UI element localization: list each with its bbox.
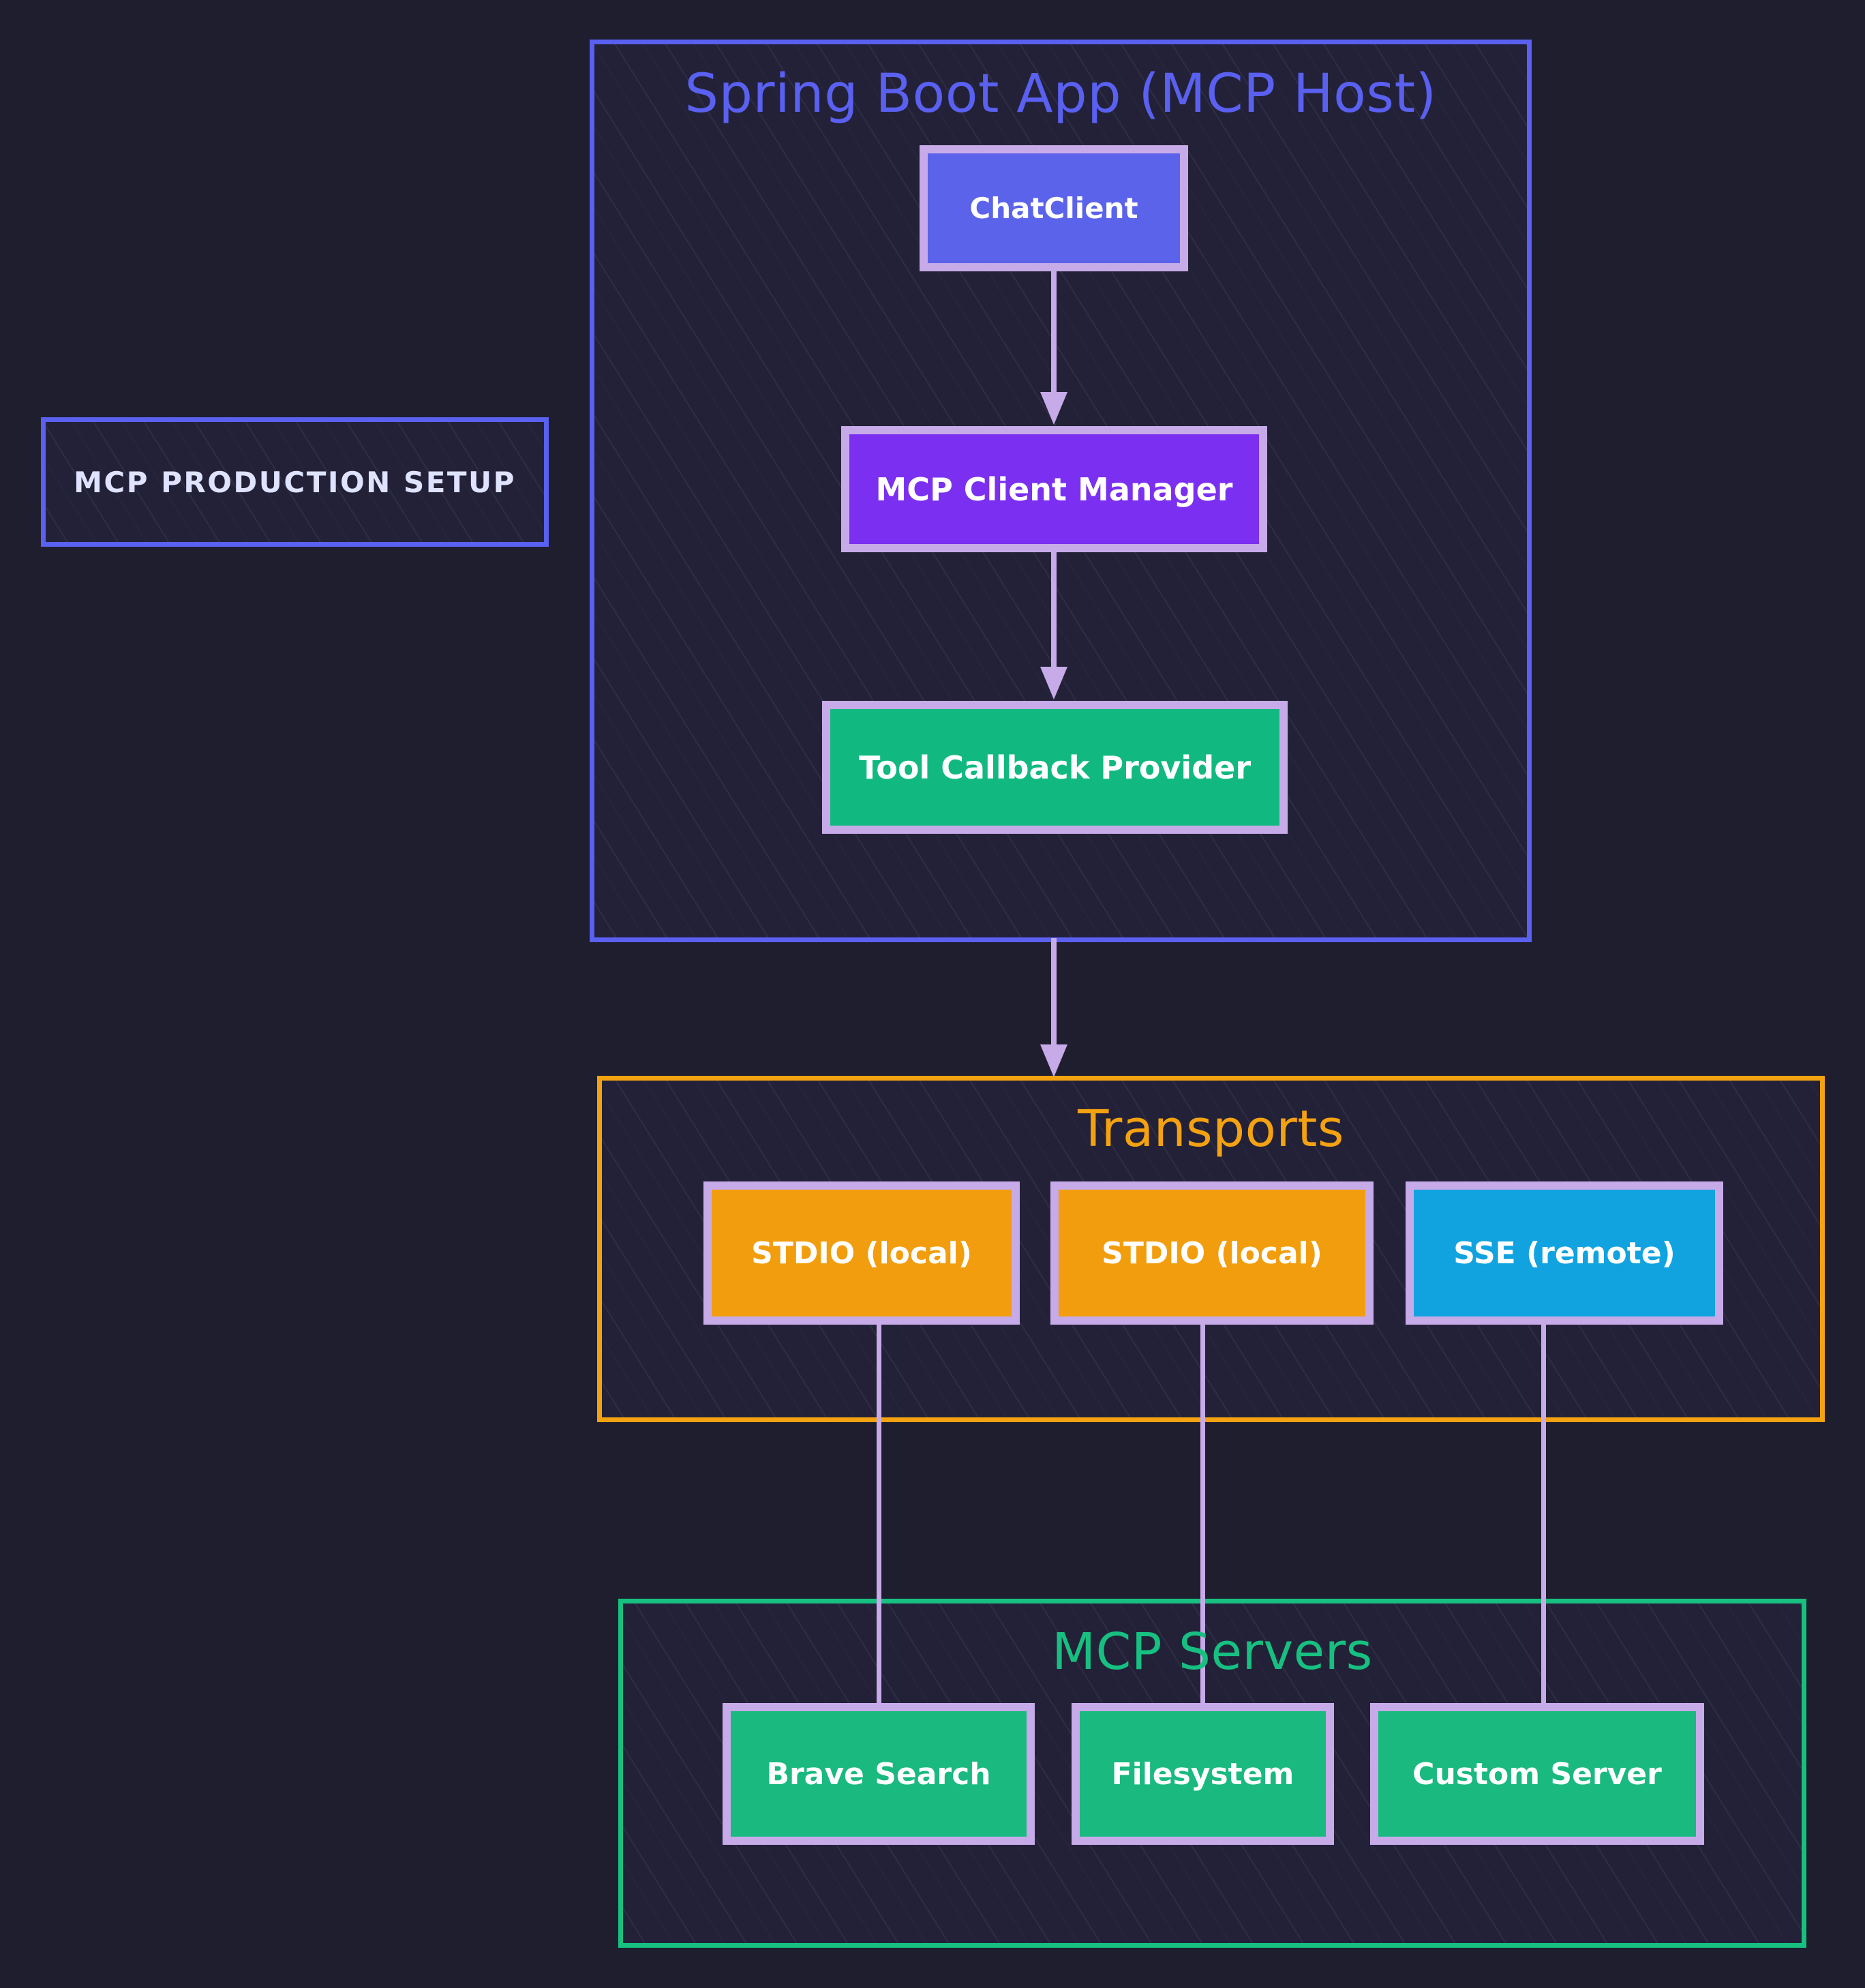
edge-spring-boot-app-to-transports-arrowhead xyxy=(1040,1044,1067,1077)
node-filesystem[interactable]: Filesystem xyxy=(1072,1703,1334,1845)
group-title-spring-boot-app: Spring Boot App (MCP Host) xyxy=(684,63,1437,125)
edge-stdio-local-1-to-brave-search xyxy=(877,1325,881,1708)
node-tool-callback-provider-label: Tool Callback Provider xyxy=(859,749,1251,786)
node-chat-client-label: ChatClient xyxy=(969,192,1138,225)
node-custom-server-label: Custom Server xyxy=(1412,1756,1662,1792)
node-mcp-client-manager-label: MCP Client Manager xyxy=(875,470,1233,508)
node-stdio-local-1[interactable]: STDIO (local) xyxy=(703,1181,1020,1325)
edge-mcp-client-manager-to-tool-callback-provider-arrowhead xyxy=(1040,667,1067,699)
node-tool-callback-provider[interactable]: Tool Callback Provider xyxy=(822,701,1288,834)
node-stdio-local-2[interactable]: STDIO (local) xyxy=(1050,1181,1374,1325)
node-custom-server[interactable]: Custom Server xyxy=(1370,1703,1704,1845)
node-stdio-local-2-label: STDIO (local) xyxy=(1102,1235,1322,1271)
node-chat-client[interactable]: ChatClient xyxy=(920,145,1188,271)
node-filesystem-label: Filesystem xyxy=(1111,1756,1294,1792)
node-brave-search[interactable]: Brave Search xyxy=(723,1703,1035,1845)
legend-box-label: MCP PRODUCTION SETUP xyxy=(74,465,516,499)
edge-sse-remote-to-custom-server xyxy=(1541,1325,1546,1708)
group-title-transports: Transports xyxy=(1078,1100,1344,1158)
edge-chat-client-to-mcp-client-manager xyxy=(1051,271,1057,394)
edge-stdio-local-2-to-filesystem xyxy=(1200,1325,1205,1708)
edge-mcp-client-manager-to-tool-callback-provider xyxy=(1051,552,1057,668)
group-title-mcp-servers: MCP Servers xyxy=(1052,1623,1373,1681)
node-sse-remote[interactable]: SSE (remote) xyxy=(1406,1181,1723,1325)
edge-chat-client-to-mcp-client-manager-arrowhead xyxy=(1040,392,1067,425)
node-stdio-local-1-label: STDIO (local) xyxy=(751,1235,972,1271)
legend-box-mcp-production-setup: MCP PRODUCTION SETUP xyxy=(41,417,549,547)
edge-spring-boot-app-to-transports xyxy=(1051,938,1057,1047)
node-mcp-client-manager[interactable]: MCP Client Manager xyxy=(841,426,1267,552)
node-brave-search-label: Brave Search xyxy=(766,1756,991,1792)
node-sse-remote-label: SSE (remote) xyxy=(1453,1235,1676,1271)
